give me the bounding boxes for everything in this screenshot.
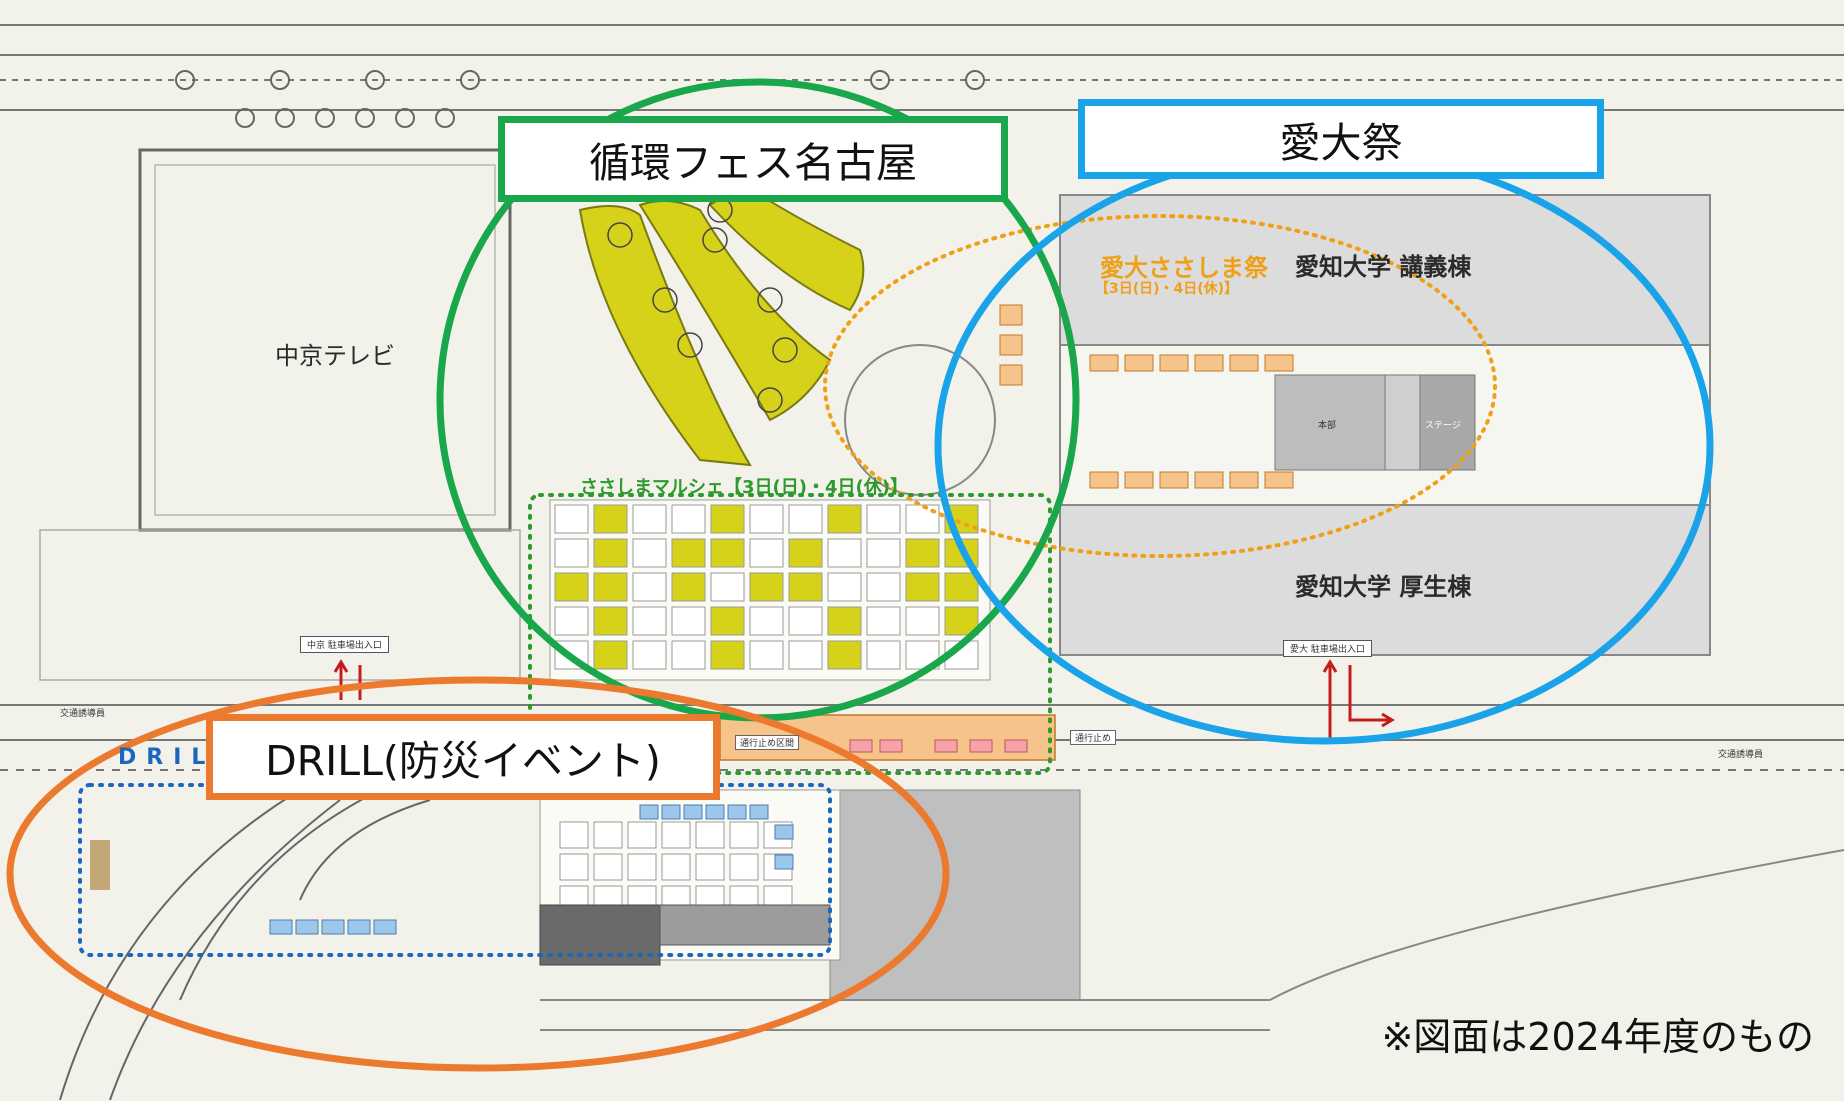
aichi-lecture-label: 愛知大学 講義棟 — [1295, 253, 1472, 281]
marche-cell — [866, 640, 901, 670]
drill-cell — [729, 821, 759, 849]
plaza-trees — [607, 197, 798, 413]
marche-cell — [632, 504, 667, 534]
marche-cell — [593, 538, 628, 568]
drill-cell — [593, 821, 623, 849]
marche-cell — [554, 538, 589, 568]
junkan-callout: 循環フェス名古屋 — [498, 116, 1008, 202]
marche-cell — [593, 640, 628, 670]
marche-cell — [749, 640, 784, 670]
marche-cell — [749, 572, 784, 602]
marche-cell — [671, 538, 706, 568]
marche-cell — [710, 640, 745, 670]
drill-dotted-area — [78, 783, 832, 957]
marche-cell — [671, 640, 706, 670]
marche-cell — [788, 640, 823, 670]
footnote: ※図面は2024年度のもの — [1381, 1015, 1814, 1059]
marche-dotted-area — [528, 493, 1052, 775]
marche-cell — [827, 606, 862, 636]
marche-cell — [671, 504, 706, 534]
marche-cell — [827, 538, 862, 568]
marche-cell — [554, 606, 589, 636]
drill-curves — [59, 789, 431, 1101]
marche-cell — [866, 538, 901, 568]
marche-cell — [632, 538, 667, 568]
marche-cell — [593, 606, 628, 636]
marche-cell — [788, 538, 823, 568]
marche-cell — [710, 538, 745, 568]
marche-title: ささしまマルシェ【3日(日)・4日(休)】 — [580, 477, 908, 498]
road-closed-section-label: 通行止め区間 — [735, 735, 800, 750]
traffic-guide-left: 交通誘導員 — [60, 709, 106, 719]
aidai-callout: 愛大祭 — [1078, 99, 1604, 179]
marche-cell — [593, 504, 628, 534]
marche-cell — [827, 504, 862, 534]
marche-cell — [632, 640, 667, 670]
aichi-welfare-building — [1059, 504, 1711, 656]
marche-cell — [710, 504, 745, 534]
hq-label: 本部 — [1318, 421, 1337, 431]
chukyo-parking-label: 中京 駐車場出入口 — [300, 636, 389, 653]
marche-cell — [593, 572, 628, 602]
drill-cell — [627, 821, 657, 849]
drill-cell — [593, 853, 623, 881]
aichi-lecture-building — [1059, 194, 1711, 346]
marche-cell — [866, 504, 901, 534]
marche-cell — [749, 606, 784, 636]
marche-cell — [788, 606, 823, 636]
road-closed-label: 通行止め — [1070, 730, 1117, 745]
bottom-edges — [540, 849, 1844, 1031]
marche-cell — [944, 572, 979, 602]
drill-cell — [559, 853, 589, 881]
marche-cell — [905, 572, 940, 602]
festival-dates: 【3日(日)・4日(休)】 — [1095, 281, 1239, 297]
festival-dotted-area — [823, 214, 1497, 558]
marche-cell — [905, 504, 940, 534]
marche-cell — [788, 572, 823, 602]
marche-cell — [827, 572, 862, 602]
corridor-booths — [999, 304, 1294, 489]
parking-arrows — [333, 659, 1395, 740]
marche-cell — [905, 606, 940, 636]
marche-cell — [554, 504, 589, 534]
drill-cell — [627, 853, 657, 881]
drill-cell — [695, 821, 725, 849]
marche-cell — [632, 606, 667, 636]
plaza-lobes — [578, 192, 865, 467]
traffic-guide-right: 交通誘導員 — [1718, 750, 1764, 760]
drill-cell — [729, 853, 759, 881]
drill-cell — [559, 821, 589, 849]
marche-cell — [749, 538, 784, 568]
drill-cell — [661, 821, 691, 849]
street-trees — [175, 70, 985, 128]
marche-cell — [788, 504, 823, 534]
drill-cell — [695, 853, 725, 881]
drill-callout: DRILL(防災イベント) — [206, 714, 720, 800]
marche-cell — [749, 504, 784, 534]
marche-cell — [632, 572, 667, 602]
marche-cell — [671, 572, 706, 602]
marche-cell — [710, 606, 745, 636]
marche-cell — [710, 572, 745, 602]
aidai-parking-label: 愛大 駐車場出入口 — [1283, 640, 1372, 657]
marche-cell — [866, 606, 901, 636]
drill-cell — [661, 853, 691, 881]
drill-ellipse — [6, 676, 950, 1072]
marche-cell — [671, 606, 706, 636]
marche-cell — [554, 572, 589, 602]
marche-cell — [866, 572, 901, 602]
aichi-welfare-label: 愛知大学 厚生棟 — [1295, 573, 1472, 601]
marche-cell — [905, 538, 940, 568]
chukyo-tv-label: 中京テレビ — [275, 342, 395, 370]
marche-cell — [827, 640, 862, 670]
stage-label: ステージ — [1425, 421, 1461, 431]
festival-title: 愛大ささしま祭 — [1100, 254, 1268, 282]
marche-cells — [554, 504, 979, 670]
